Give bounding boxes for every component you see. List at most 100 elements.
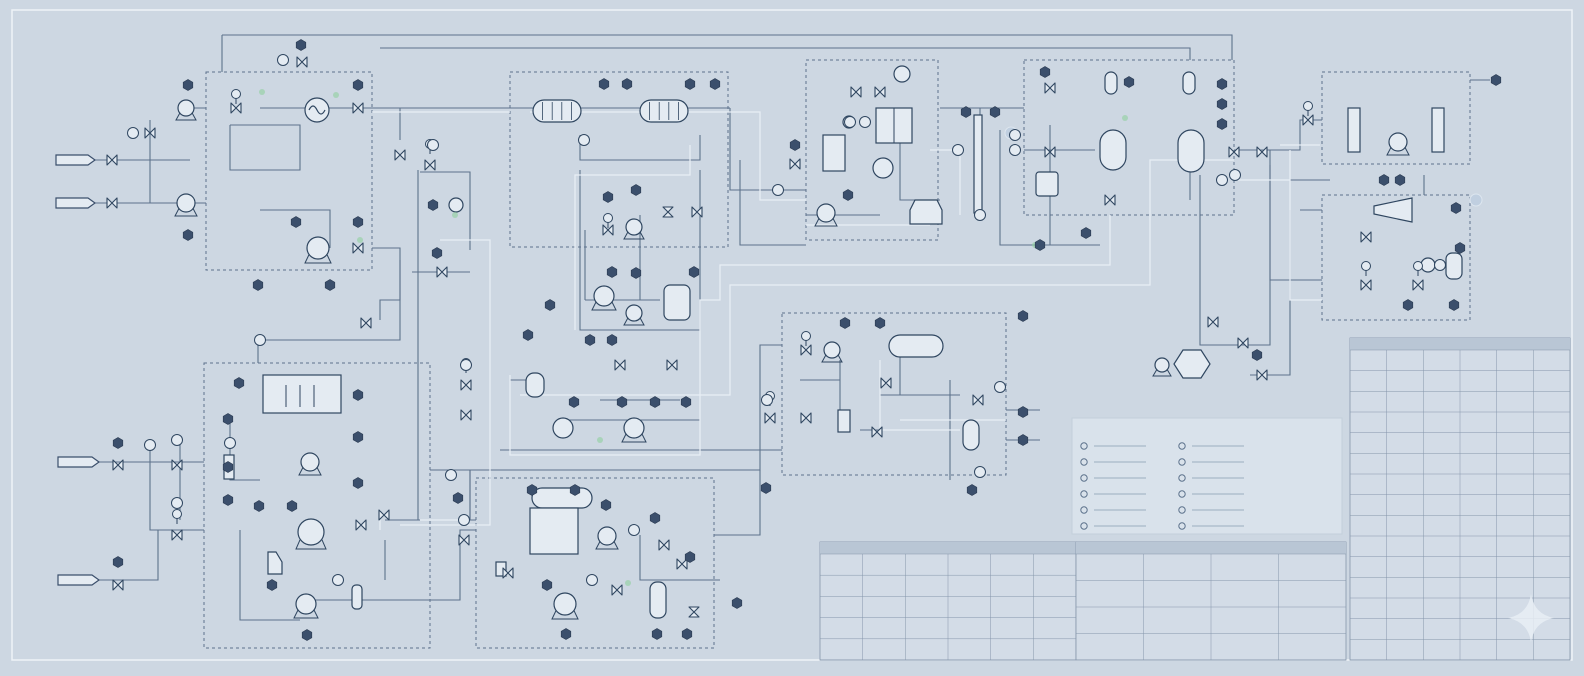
instrument-bubble-icon (277, 54, 289, 66)
tag-marker (452, 492, 464, 504)
pump-icon (297, 518, 325, 546)
valve-icon (378, 509, 390, 521)
valve-icon (112, 459, 124, 471)
strainer-icon (495, 561, 507, 577)
tag-marker (584, 334, 596, 346)
unit-boundary-compressor (1321, 71, 1471, 165)
actuator-icon (801, 331, 811, 341)
legend-symbol-icon (1178, 474, 1186, 482)
valve-icon (1360, 279, 1372, 291)
vessel-tall-icon (351, 584, 363, 610)
drawing-border (11, 9, 1573, 661)
tag-marker (1216, 78, 1228, 90)
valve-icon (614, 359, 626, 371)
valve-icon (662, 206, 674, 218)
tag-marker (544, 299, 556, 311)
mixer-icon (872, 157, 894, 179)
tag-marker (290, 216, 302, 228)
tag-marker (649, 512, 661, 524)
tag-marker (688, 266, 700, 278)
instrument-bubble-icon (1009, 144, 1021, 156)
valve-icon (436, 266, 448, 278)
hopper-icon (267, 551, 283, 575)
pump-icon (816, 203, 836, 223)
valve-icon (800, 344, 812, 356)
pump-base (621, 433, 647, 443)
tag-marker (286, 500, 298, 512)
valve-icon (764, 412, 776, 424)
tag-marker (182, 79, 194, 91)
tag-marker (1454, 242, 1466, 254)
tag-marker (1017, 434, 1029, 446)
tag-marker (649, 396, 661, 408)
heat-exchanger-icon (532, 99, 582, 123)
instrument-bubble-icon (1009, 129, 1021, 141)
legend-symbol-icon (1080, 442, 1088, 450)
instrument-bubble-icon (974, 209, 986, 221)
actuator-icon (172, 509, 182, 519)
instrument-bubble-icon (586, 574, 598, 586)
valve-icon (355, 519, 367, 531)
tag-marker (1080, 227, 1092, 239)
heater-icon (552, 417, 574, 439)
valves (106, 56, 1424, 618)
heat-exchanger-icon (639, 99, 689, 123)
tag-marker (606, 266, 618, 278)
valve-icon (296, 56, 308, 68)
inlet-arrow (55, 197, 97, 209)
gauge-icon (893, 65, 911, 83)
tag-marker (352, 431, 364, 443)
status-highlight (597, 437, 603, 443)
pump-base (623, 231, 645, 240)
drum-icon (888, 334, 944, 358)
instrument-bubble-icon (952, 144, 964, 156)
strainer-icon (837, 409, 851, 433)
inlet-arrow (57, 456, 101, 468)
instrument-bubble-icon (1229, 169, 1241, 181)
valve-icon (1412, 279, 1424, 291)
valve-icon (972, 394, 984, 406)
instrument-bubble-icon (859, 116, 871, 128)
pump-base (175, 112, 197, 121)
legend-panel (1071, 417, 1343, 535)
tag-marker (352, 79, 364, 91)
instrument-bubble-icon (772, 184, 784, 196)
instrument-bubble-icon (427, 139, 439, 151)
pump-base (623, 317, 645, 326)
tag-marker (839, 317, 851, 329)
inlet-arrows (55, 154, 101, 586)
tag-marker (266, 579, 278, 591)
tag-marker (630, 267, 642, 279)
tag-marker (1216, 118, 1228, 130)
status-highlight (357, 237, 363, 243)
tag-marker (606, 334, 618, 346)
tag-marker (1017, 406, 1029, 418)
tag-marker (966, 484, 978, 496)
pump-base (595, 541, 619, 550)
valve-icon (458, 534, 470, 546)
valve-icon (360, 317, 372, 329)
tag-marker (1017, 310, 1029, 322)
valve-icon (106, 154, 118, 166)
tag-marker (182, 229, 194, 241)
tag-marker (1402, 299, 1414, 311)
valve-icon (106, 197, 118, 209)
instrument-bubble-icon (171, 497, 183, 509)
tag-marker (233, 377, 245, 389)
actuator-icon (231, 89, 241, 99)
valve-icon (880, 377, 892, 389)
column-icon (973, 114, 983, 214)
valve-icon (460, 409, 472, 421)
tag-marker (526, 484, 538, 496)
instrument-box-icon (1035, 171, 1059, 197)
valve-icon (1228, 146, 1240, 158)
tag-marker (560, 628, 572, 640)
tag-marker (684, 78, 696, 90)
tag-marker (680, 396, 692, 408)
filter-housing-icon (1445, 252, 1463, 280)
pump-base (821, 354, 843, 363)
instrument-list-table-header (820, 542, 1076, 554)
blower-icon (1373, 197, 1413, 223)
tag-marker (1448, 299, 1460, 311)
valve-icon (352, 242, 364, 254)
